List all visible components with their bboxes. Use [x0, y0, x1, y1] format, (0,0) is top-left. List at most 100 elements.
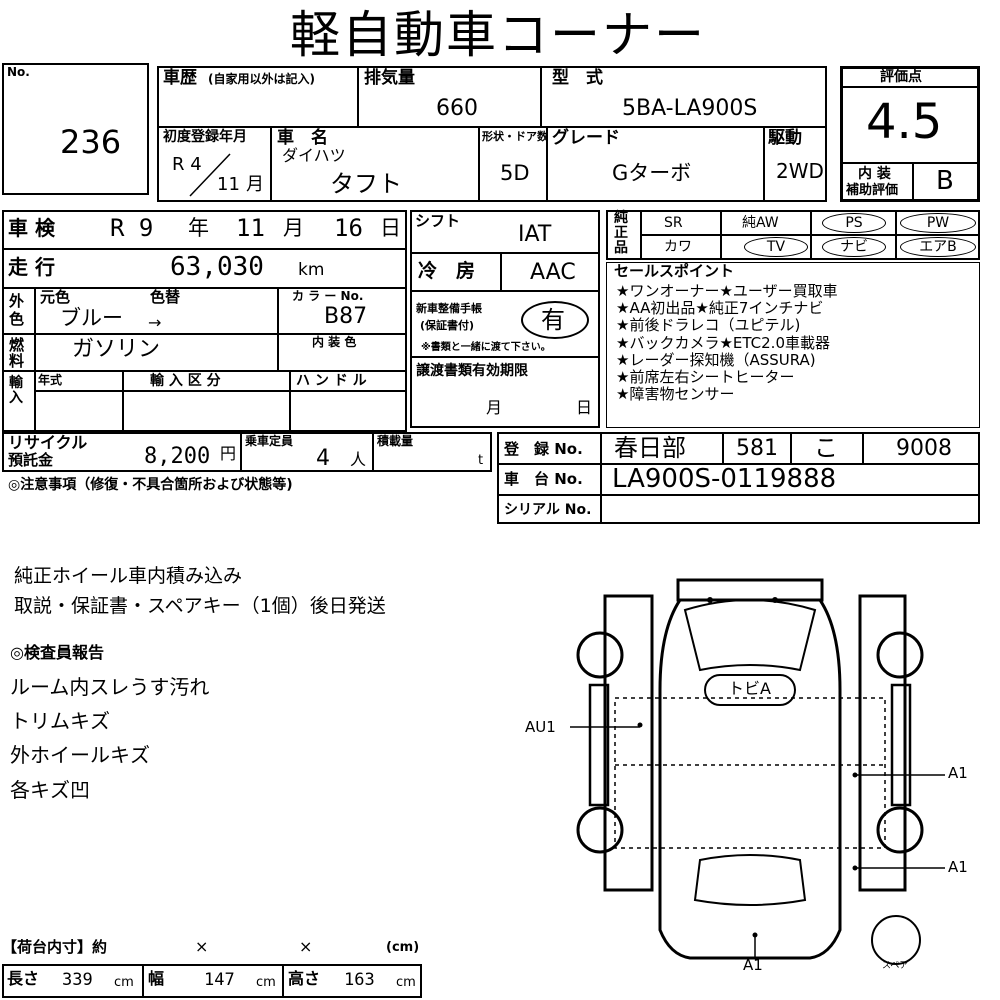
- sales-point: ★障害物センサー: [616, 385, 735, 404]
- tv-label: TV: [766, 239, 786, 255]
- warranty-label-2: (保証書付): [420, 319, 475, 332]
- sales-point: ★前席左右シートヒーター: [616, 368, 795, 387]
- note-line: 取説・保証書・スペアキー（1個）後日発送: [14, 595, 386, 617]
- registration-number: 9008: [896, 436, 952, 461]
- color-code-label: カ ラ ー No.: [292, 289, 364, 303]
- inspection-day: 16: [334, 214, 363, 242]
- doors-value: 5D: [500, 161, 530, 185]
- score-box: [840, 66, 980, 202]
- recycle-row: [2, 432, 492, 472]
- shift-label: シフト: [415, 212, 461, 230]
- history-label: 車歴: [163, 68, 197, 88]
- cargo-width: 147: [204, 970, 235, 990]
- load-label: 積載量: [377, 434, 414, 448]
- interior-score: B: [936, 166, 954, 196]
- shift-value: IAT: [518, 222, 552, 247]
- sales-point: ★AA初出品★純正7インチナビ: [616, 299, 824, 318]
- cargo-height: 163: [344, 970, 375, 990]
- first-reg-month-unit: 月: [246, 174, 264, 195]
- transfer-day-unit: 日: [576, 398, 593, 417]
- chassis-value: LA900S-0119888: [612, 464, 837, 494]
- mileage-unit: km: [298, 260, 325, 280]
- left-damage-label: AU1: [525, 718, 556, 736]
- cargo-length-unit: cm: [114, 975, 134, 990]
- cargo-unit: (cm): [386, 940, 420, 955]
- airbag-oval: エアB: [900, 237, 976, 257]
- right-damage-label-2: A1: [948, 858, 968, 876]
- car-name: タフト: [330, 170, 402, 198]
- registration-class: 581: [736, 436, 778, 461]
- leather-label: カワ: [664, 239, 692, 255]
- sales-point: ★ワンオーナー★ユーザー買取車: [616, 282, 838, 300]
- note-line: 純正ホイール車内積み込み: [14, 565, 243, 587]
- sales-point: ★レーダー探知機（ASSURA): [616, 350, 816, 369]
- score-value: 4.5: [866, 94, 943, 150]
- handle-label: ハ ン ド ル: [296, 373, 367, 389]
- grade-label: グレード: [552, 128, 620, 148]
- lot-number-box: [2, 63, 149, 195]
- registration-area: 春日部: [614, 434, 686, 462]
- spec-block: [2, 210, 407, 432]
- cargo-title: 【荷台内寸】約: [2, 938, 108, 956]
- orig-color-label: 元色: [40, 288, 71, 306]
- grade-value: Gターボ: [612, 161, 692, 185]
- ac-label: 冷 房: [418, 260, 476, 282]
- transfer-month-unit: 月: [486, 398, 503, 417]
- cargo-times-1: ×: [195, 937, 209, 956]
- inspector-line: 各キズ凹: [10, 778, 90, 802]
- import-year-label: 年式: [38, 373, 63, 387]
- first-reg-era: R 4: [172, 154, 202, 175]
- navi-label: ナビ: [840, 239, 868, 255]
- inspector-title: ◎検査員報告: [10, 643, 104, 662]
- warranty-value: 有: [541, 306, 565, 334]
- alloy-wheel-label: 純AW: [742, 215, 779, 231]
- cargo-table: [2, 964, 422, 998]
- chassis-label: 車 台 No.: [504, 470, 583, 488]
- sales-point: ★バックカメラ★ETC2.0車載器: [616, 333, 830, 352]
- car-name-label: 車 名: [277, 128, 328, 148]
- mileage-label: 走 行: [8, 255, 55, 279]
- cargo-length-label: 長さ: [7, 969, 40, 988]
- sales-point-list: ★ワンオーナー★ユーザー買取車 ★AA初出品★純正7インチナビ ★前後ドラレコ（…: [616, 282, 838, 404]
- genuine-label: 純正品: [614, 210, 628, 256]
- drive-value: 2WD: [776, 159, 824, 183]
- page-title: 軽自動車コーナー: [290, 6, 706, 64]
- registration-kana: こ: [814, 434, 838, 462]
- import-class-label: 輸 入 区 分: [150, 373, 221, 389]
- capacity-unit: 人: [350, 450, 367, 469]
- pw-label: PW: [926, 215, 950, 231]
- recycle-label-1: リサイクル: [8, 433, 88, 452]
- ps-label: PS: [845, 215, 863, 231]
- inspection-month-unit: 月: [283, 216, 304, 240]
- no-label: No.: [7, 65, 30, 79]
- import-label: 輸入: [9, 375, 23, 406]
- load-unit: t: [478, 453, 484, 468]
- inspection-day-unit: 日: [380, 216, 401, 240]
- exterior-color-label: 外色: [9, 292, 25, 328]
- car-maker: ダイハツ: [282, 146, 346, 165]
- interior-label-1: 内 装: [858, 166, 891, 182]
- first-reg-month: 11: [217, 174, 240, 195]
- displacement-value: 660: [436, 96, 478, 121]
- cargo-length: 339: [62, 970, 93, 990]
- navi-oval: ナビ: [822, 237, 886, 257]
- capacity-value: 4: [316, 446, 330, 471]
- sr-label: SR: [664, 215, 683, 231]
- tv-oval: TV: [744, 237, 808, 257]
- history-note: (自家用以外は記入): [208, 72, 315, 86]
- inspection-era: R 9: [110, 214, 154, 242]
- registration-block: [497, 432, 980, 524]
- inspector-line: ルーム内スレうす汚れ: [10, 675, 210, 699]
- spare-label: スペア: [882, 961, 909, 971]
- sales-point: ★前後ドラレコ（ユピテル): [616, 316, 801, 335]
- warranty-label-1: 新車整備手帳: [416, 302, 482, 315]
- fuel-value: ガソリン: [72, 337, 161, 362]
- recycle-unit: 円: [220, 444, 237, 463]
- color-code-value: B87: [324, 304, 368, 329]
- first-reg-label: 初度登録年月: [163, 129, 247, 145]
- sales-points-box: [606, 262, 980, 428]
- displacement-label: 排気量: [364, 68, 415, 88]
- cargo-height-unit: cm: [396, 975, 416, 990]
- model-value: 5BA-LA900S: [622, 96, 758, 121]
- drive-label: 駆動: [768, 128, 802, 148]
